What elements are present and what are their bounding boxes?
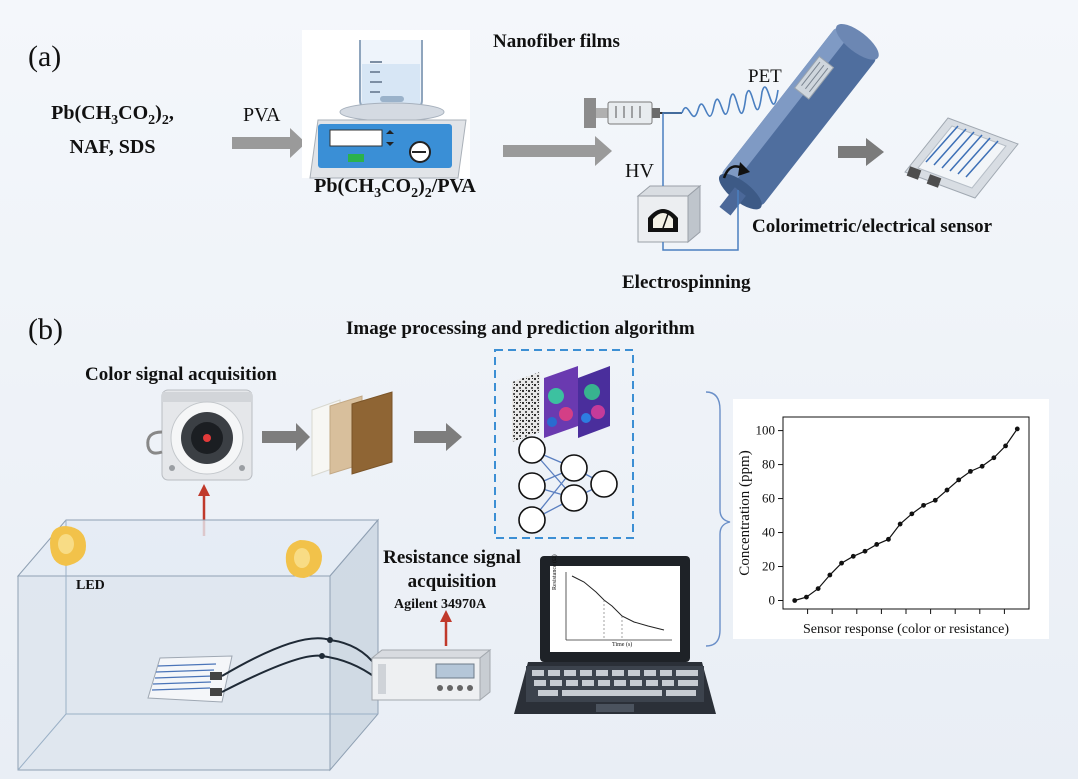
laptop-xlabel: Time (s) [612, 642, 633, 648]
algorithm-box [494, 349, 634, 539]
color-film-stack [311, 391, 393, 477]
data-point [815, 586, 821, 592]
data-point [862, 548, 868, 554]
data-point [956, 477, 962, 483]
algorithm-title: Image processing and prediction algorith… [346, 318, 695, 339]
reagents-text: Pb(CH3CO2)2, NAF, SDS [30, 100, 195, 160]
data-point [886, 536, 891, 542]
data-point [932, 497, 938, 503]
x-axis-label: Sensor response (color or resistance) [803, 622, 1009, 637]
data-point [850, 553, 856, 559]
panel-b-graphics [16, 349, 731, 772]
arrow-to-sensor [838, 138, 884, 166]
chamber-sensor-chip [147, 655, 233, 703]
syringe-icon [584, 98, 682, 128]
data-point [839, 560, 844, 566]
reagents-line-1: Pb(CH3CO2)2, [51, 102, 174, 128]
nanofiber-label: Nanofiber films [493, 31, 620, 52]
data-point [968, 468, 973, 474]
color-acquisition-title: Color signal acquisition [85, 364, 277, 385]
electrospinning-label: Electrospinning [622, 272, 751, 293]
solution-label: Pb(CH3CO2)2/PVA [314, 175, 476, 201]
led-label: LED [76, 578, 105, 593]
processed-image-tiles [512, 366, 610, 442]
cable-1 [221, 637, 377, 677]
data-point [874, 542, 880, 547]
pet-label: PET [748, 66, 782, 87]
reagents-line-2: NAF, SDS [69, 136, 156, 158]
y-tick-label: 40 [762, 525, 775, 540]
panel-a-label: (a) [28, 40, 62, 73]
y-tick-label: 20 [762, 559, 775, 574]
hv-power-supply-icon [636, 184, 702, 244]
arrow-camera-to-images [262, 423, 310, 451]
data-point [804, 594, 809, 600]
data-point [991, 455, 997, 461]
arrow-solution-to-electrospinning [503, 136, 612, 166]
red-arrow-instrument [440, 610, 452, 646]
data-point [1014, 426, 1020, 432]
panel-a-graphics [232, 23, 1019, 251]
brace-bracket [705, 391, 731, 647]
data-point [921, 502, 926, 508]
pva-label: PVA [243, 104, 281, 126]
agilent-instrument-icon [370, 648, 492, 702]
data-point [944, 487, 950, 493]
laptop-ylabel: Resistance (Ω) [552, 554, 558, 590]
resistance-title-line-2: acquisition [407, 571, 497, 592]
sensor-chip-icon [904, 117, 1019, 199]
hv-wire-collector [662, 190, 739, 251]
y-tick-label: 0 [769, 593, 776, 608]
neural-network-nodes [518, 436, 618, 534]
hv-label: HV [625, 160, 654, 182]
data-point [909, 511, 915, 517]
data-point [792, 598, 798, 603]
resistance-title-line-1: Resistance signal [383, 547, 521, 568]
data-point [979, 463, 985, 469]
fiber-jet [681, 86, 779, 118]
data-point [897, 521, 903, 527]
led-icon [50, 526, 322, 578]
camera-icon [146, 389, 253, 481]
arrow-reagents-to-stirrer [232, 128, 306, 158]
arrow-images-to-algorithm [414, 423, 462, 451]
laptop-icon [514, 556, 716, 714]
instrument-label: Agilent 34970A [394, 597, 487, 612]
y-tick-label: 60 [762, 491, 775, 506]
sensor-label: Colorimetric/electrical sensor [752, 216, 993, 237]
chart-frame [782, 416, 1030, 610]
collector-drum-icon [718, 23, 879, 216]
panel-b-label: (b) [28, 313, 63, 346]
hv-wire-needle [662, 112, 682, 186]
y-tick-label: 100 [756, 423, 776, 438]
y-tick-label: 80 [762, 457, 775, 472]
resistance-title: Resistance signal acquisition [362, 546, 542, 594]
data-point [827, 572, 833, 578]
data-point [1003, 443, 1008, 449]
y-axis-label: Concentration (ppm) [737, 450, 753, 575]
stirrer-icon [302, 30, 470, 179]
